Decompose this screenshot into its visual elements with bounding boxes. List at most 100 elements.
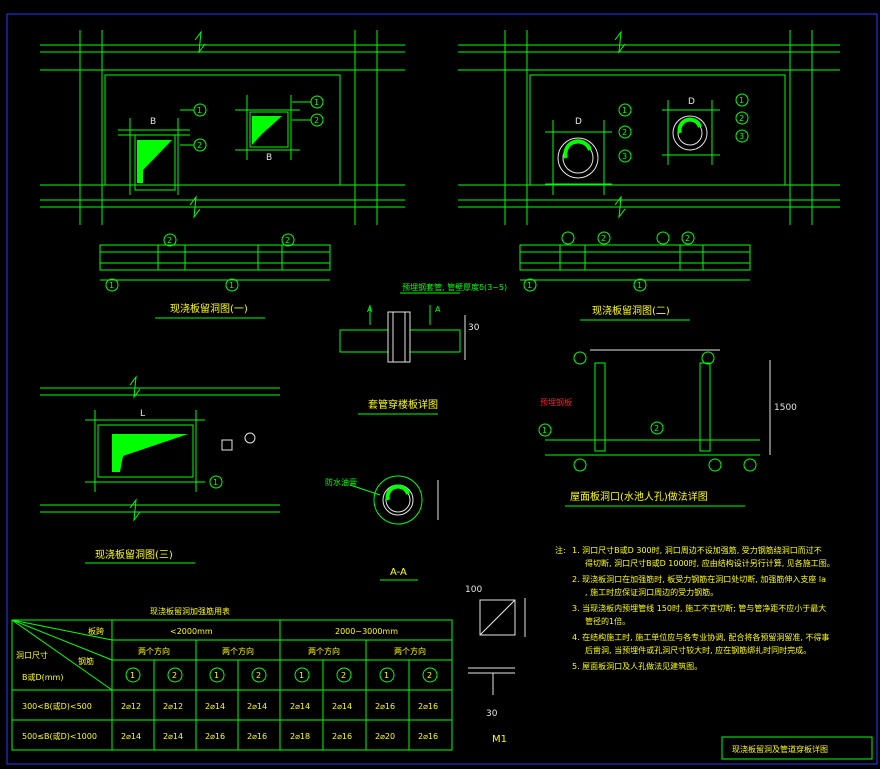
callout-2: 2 [622, 128, 627, 137]
section-mark-a: A [367, 305, 373, 314]
dim-l: L [140, 409, 145, 419]
bar-number: 2 [427, 671, 432, 680]
note-line: 后凿洞, 当预埋件或孔洞尺寸较大时, 应在钢筋绑扎时同时完成。 [585, 645, 811, 655]
table-subheader: 两个方向 [138, 646, 170, 656]
section-a-a: 防水油膏 A-A [325, 475, 439, 581]
pipe-note: 预埋钢套管, 管壁厚度δ(3~5) [402, 282, 507, 292]
callout-1: 1 [542, 426, 547, 435]
table-row-size: 300<B(或D)<500 [22, 701, 92, 711]
callout-2: 2 [739, 114, 744, 123]
table-header-opening: 洞口尺寸 [16, 650, 48, 660]
table-header-size: B或D(mm) [22, 672, 63, 682]
callout-2: 2 [197, 141, 202, 150]
callout-2: 2 [601, 234, 606, 243]
sheet-title: 现浇板留洞及管道穿板详图 [732, 744, 828, 754]
drawing-title-2: 现浇板留洞图(二) [592, 304, 670, 317]
roof-hatch-detail: 1500 预埋钢板 2 1 屋面板洞口(水池人孔)做法详图 [538, 349, 797, 507]
table-cell: 2⌀12 [121, 702, 141, 711]
drawing-title-m1: M1 [492, 734, 507, 745]
dim-30: 30 [486, 709, 498, 719]
table-cell: 2⌀14 [121, 732, 141, 741]
bar-number-circle [125, 667, 141, 683]
table-cell: 2⌀16 [375, 702, 395, 711]
drawing-title-sleeve: 套管穿楼板详图 [368, 398, 438, 411]
note-line: 1. 洞口尺寸B或D 300时, 洞口周边不设加强筋, 受力钢筋绕洞口而过不 [572, 545, 822, 555]
table-span-a: <2000mm [170, 627, 213, 636]
bar-number-circle [209, 667, 225, 683]
slab-opening-plan-1: 1 2 1 2 B B [40, 30, 405, 225]
note-line: 管径的1倍。 [585, 616, 630, 626]
dim-30: 30 [468, 323, 480, 333]
table-cell: 2⌀12 [163, 702, 183, 711]
bar-number-circle [251, 667, 267, 683]
callout-2: 2 [314, 116, 319, 125]
callout-1: 1 [109, 281, 114, 290]
dim-d: D [688, 97, 695, 107]
callout-2: 2 [285, 236, 290, 245]
table-cell: 2⌀16 [418, 732, 438, 741]
table-subheader: 两个方向 [308, 646, 340, 656]
note-line: , 施工时应保证洞口周边的受力钢筋。 [585, 587, 718, 597]
notes-block: 注: 1. 洞口尺寸B或D 300时, 洞口周边不设加强筋, 受力钢筋绕洞口而过… [555, 545, 835, 671]
table-cell: 2⌀18 [290, 732, 310, 741]
note-line: 得切断, 洞口尺寸B或D 1000时, 应由结构设计另行计算, 见各施工图。 [585, 558, 835, 568]
note-line: 3. 当现浇板内预埋管线 150时, 施工不宜切断; 管与管净距不应小于最大 [572, 603, 826, 613]
reinforcement-table: 现浇板留洞加强筋用表 洞口尺寸 板跨 钢筋 B或D(mm) <2000mm 20… [11, 606, 453, 751]
note-line: 2. 现浇板洞口在加强筋时, 板受力钢筋在洞口处切断, 加强筋伸入支座 la [572, 574, 826, 584]
callout-2: 2 [654, 424, 659, 433]
callout-1: 1 [197, 106, 202, 115]
table-cell: 2⌀14 [332, 702, 352, 711]
slab-section-2: 2 2 1 1 现浇板留洞图(二) [519, 231, 751, 321]
dim-1500: 1500 [774, 403, 797, 413]
water-note: 防水油膏 [325, 477, 357, 487]
slab-section-1: 2 2 1 1 现浇板留洞图(一) [99, 233, 331, 319]
bar-number-circle [422, 667, 438, 683]
sheet-frame [6, 13, 878, 765]
callout-1: 1 [622, 106, 627, 115]
drawing-title-hatch: 屋面板洞口(水池人孔)做法详图 [570, 490, 708, 503]
bar-number: 1 [130, 671, 135, 680]
table-subheader: 两个方向 [222, 646, 254, 656]
table-cell: 2⌀20 [375, 732, 395, 741]
bar-number: 2 [341, 671, 346, 680]
table-cell: 2⌀16 [332, 732, 352, 741]
dim-100: 100 [465, 585, 482, 595]
drawing-title-aa: A-A [390, 567, 407, 578]
bar-number-circle [294, 667, 310, 683]
callout-1: 1 [213, 478, 218, 487]
callout-3: 3 [622, 152, 627, 161]
table-cell: 2⌀14 [290, 702, 310, 711]
bar-number-circle [167, 667, 183, 683]
bar-number: 1 [214, 671, 219, 680]
bar-number: 2 [256, 671, 261, 680]
table-cell: 2⌀14 [247, 702, 267, 711]
bar-number-circle [379, 667, 395, 683]
slab-opening-plan-2: 1 2 3 1 2 3 D D [458, 30, 840, 225]
callout-1: 1 [229, 281, 234, 290]
embed-m1-detail: 100 30 M1 [465, 585, 526, 745]
callout-1: 1 [314, 98, 319, 107]
table-cell: 2⌀16 [205, 732, 225, 741]
dim-d: D [575, 117, 582, 127]
callout-1: 1 [527, 281, 532, 290]
callout-2: 2 [685, 234, 690, 243]
bar-number: 2 [172, 671, 177, 680]
bar-number: 1 [384, 671, 389, 680]
table-cell: 2⌀14 [163, 732, 183, 741]
notes-heading: 注: [555, 545, 566, 555]
table-span-b: 2000~3000mm [335, 627, 398, 636]
red-label: 预埋钢板 [540, 397, 572, 407]
note-line: 5. 屋面板洞口及人孔做法见建筑图。 [572, 661, 702, 671]
table-header-bar: 钢筋 [78, 656, 94, 666]
bar-number: 1 [299, 671, 304, 680]
dim-b: B [266, 153, 272, 163]
callout-1: 1 [637, 281, 642, 290]
slab-opening-plan-3: 1 L 现浇板留洞图(三) [40, 375, 280, 564]
drawing-title-3: 现浇板留洞图(三) [95, 548, 173, 561]
table-cell: 2⌀14 [205, 702, 225, 711]
section-mark-a: A [435, 305, 441, 314]
callout-2: 2 [167, 236, 172, 245]
bar-number-circle [336, 667, 352, 683]
table-row-size: 500≤B(或D)<1000 [22, 731, 97, 741]
